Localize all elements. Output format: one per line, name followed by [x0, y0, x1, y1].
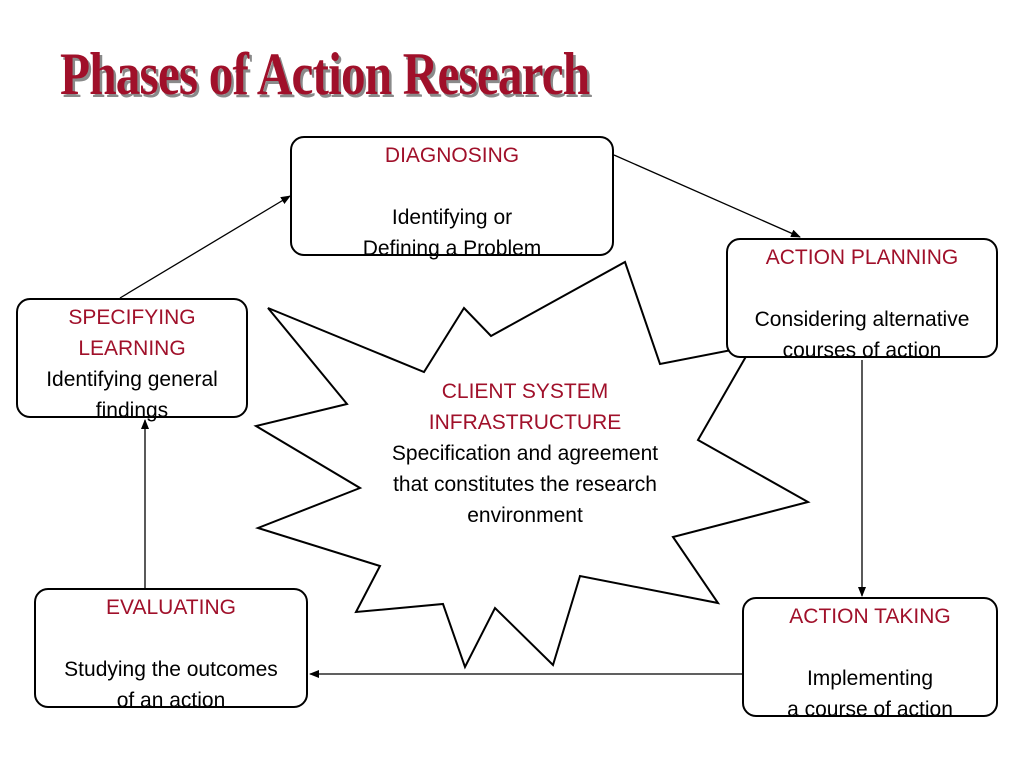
phase-description-line: of an action	[116, 689, 226, 712]
arrow-specifying-to-diagnosing	[119, 195, 291, 299]
phase-description-line: Identifying general	[46, 368, 218, 391]
phase-heading: LEARNING	[78, 337, 186, 360]
phase-heading: SPECIFYING	[68, 306, 196, 329]
phase-description-line: a course of action	[787, 698, 953, 721]
phase-heading: DIAGNOSING	[384, 144, 520, 167]
center-body-line: Specification and agreement	[391, 442, 659, 465]
center-head-line: INFRASTRUCTURE	[428, 411, 622, 434]
center-head-line: CLIENT SYSTEM	[441, 380, 609, 403]
phase-description-line: Considering alternative	[754, 308, 970, 331]
phase-box-action-planning: ACTION PLANNING Considering alternative …	[726, 238, 998, 362]
starburst-shape	[253, 260, 811, 670]
phase-description-line: findings	[95, 399, 169, 422]
phase-box-action-taking: ACTION TAKING Implementing a course of a…	[742, 597, 998, 721]
phase-heading: ACTION TAKING	[789, 605, 951, 628]
center-body-line: environment	[467, 504, 583, 527]
phase-description-line: Defining a Problem	[362, 237, 542, 260]
phase-box-diagnosing: DIAGNOSING Identifying or Defining a Pro…	[290, 136, 614, 260]
phase-box-evaluating: EVALUATING Studying the outcomes of an a…	[34, 588, 308, 712]
phase-description-line: Implementing	[806, 667, 934, 690]
phase-description-line: Identifying or	[391, 206, 513, 229]
phase-heading: ACTION PLANNING	[765, 246, 959, 269]
slide-title: Phases of Action Research	[60, 41, 590, 107]
arrow-diagnosing-to-planning	[613, 154, 801, 238]
phase-box-specifying-learning: SPECIFYING LEARNING Identifying general …	[16, 298, 248, 422]
center-infrastructure-text: CLIENT SYSTEM INFRASTRUCTURE Specificati…	[330, 376, 720, 531]
center-body-line: that constitutes the research	[393, 473, 657, 496]
phase-description-line: courses of action	[782, 339, 942, 362]
phase-description-line: Studying the outcomes	[64, 658, 278, 681]
phase-heading: EVALUATING	[106, 596, 236, 619]
